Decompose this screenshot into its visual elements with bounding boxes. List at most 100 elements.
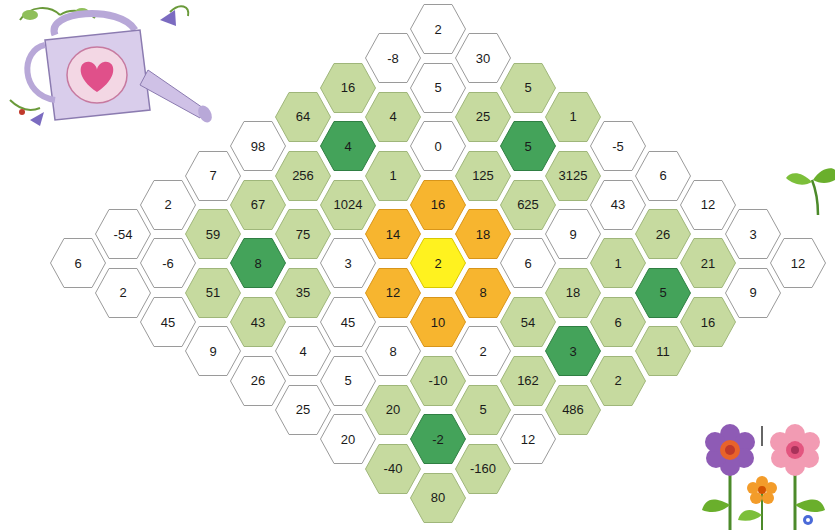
number-hexagon: 21 xyxy=(680,238,736,288)
number-hexagon: 5 xyxy=(500,63,556,113)
hex-number: 4 xyxy=(299,344,306,359)
number-hexagon: 0 xyxy=(410,121,466,171)
number-hexagon: 9 xyxy=(725,268,781,318)
hex-number: 6 xyxy=(659,168,666,183)
hex-number: 5 xyxy=(479,402,486,417)
hex-number: 1 xyxy=(569,109,576,124)
hexagon-outline xyxy=(411,356,466,405)
number-hexagon: 6 xyxy=(590,297,646,347)
hexagon-outline xyxy=(141,298,196,347)
hex-number: 3 xyxy=(344,256,351,271)
hexagon-outline xyxy=(276,327,331,376)
hex-number: 12 xyxy=(791,256,805,271)
hexagon-outline xyxy=(321,298,376,347)
number-hexagon: 1 xyxy=(365,151,421,201)
hex-number: 256 xyxy=(292,168,314,183)
number-hexagon: 67 xyxy=(230,180,286,230)
hex-number: 8 xyxy=(254,256,261,271)
number-hexagon: 5 xyxy=(500,121,556,171)
hexagon-outline xyxy=(456,385,511,434)
number-hexagon: 2 xyxy=(95,268,151,318)
hexagon-outline xyxy=(411,239,466,288)
hex-number: 16 xyxy=(431,197,445,212)
hexagon-outline xyxy=(726,210,781,259)
number-hexagon: 1024 xyxy=(320,180,376,230)
hexagon-outline xyxy=(501,63,556,112)
number-hexagon: 6 xyxy=(500,238,556,288)
number-hexagon: 125 xyxy=(455,151,511,201)
number-hexagon: 20 xyxy=(365,385,421,435)
hex-number: 5 xyxy=(524,80,531,95)
number-hexagon: 75 xyxy=(275,209,331,259)
hex-number: 51 xyxy=(206,285,220,300)
hex-number: 26 xyxy=(251,373,265,388)
number-hexagon: 10 xyxy=(410,297,466,347)
hexagon-outline xyxy=(141,180,196,229)
hex-number: 625 xyxy=(517,197,539,212)
number-hexagon: 30 xyxy=(455,33,511,83)
number-hexagon: 59 xyxy=(185,209,241,259)
hex-number: 35 xyxy=(296,285,310,300)
hexagon-outline xyxy=(231,122,286,171)
hexagon-outline xyxy=(456,444,511,493)
number-hexagon: 16 xyxy=(410,180,466,230)
hex-number: 20 xyxy=(386,402,400,417)
number-hexagon: -54 xyxy=(95,209,151,259)
number-hexagon: -8 xyxy=(365,33,421,83)
hex-number: 4 xyxy=(344,139,351,154)
number-hexagon: 1 xyxy=(590,238,646,288)
hex-number: -2 xyxy=(432,432,444,447)
hex-number: 6 xyxy=(614,315,621,330)
hexagon-outline xyxy=(681,180,736,229)
number-hexagon: 12 xyxy=(365,268,421,318)
hex-number: -54 xyxy=(114,227,133,242)
hex-number: 25 xyxy=(296,402,310,417)
hexagon-outline xyxy=(501,239,556,288)
hexagon-outline xyxy=(456,210,511,259)
hexagon-outline xyxy=(366,385,421,434)
number-hexagon: 16 xyxy=(680,297,736,347)
number-hexagon: 98 xyxy=(230,121,286,171)
number-hexagon: 18 xyxy=(545,268,601,318)
hex-number: 8 xyxy=(479,285,486,300)
number-hexagon: 2 xyxy=(140,180,196,230)
hexagon-outline xyxy=(546,385,601,434)
hexagon-outline xyxy=(231,298,286,347)
number-hexagon: 14 xyxy=(365,209,421,259)
hexagon-outline xyxy=(321,415,376,464)
number-hexagon: 4 xyxy=(320,121,376,171)
number-hexagon: 64 xyxy=(275,92,331,142)
hex-number: 20 xyxy=(341,432,355,447)
hexagon-outline xyxy=(96,210,151,259)
hex-number: 2 xyxy=(434,22,441,37)
hex-number: 64 xyxy=(296,109,310,124)
number-hexagon: 43 xyxy=(590,180,646,230)
number-hexagon: 16 xyxy=(320,63,376,113)
hex-number: -8 xyxy=(387,51,399,66)
hex-number: 2 xyxy=(479,344,486,359)
sprout xyxy=(786,168,835,215)
hexagon-outline xyxy=(456,34,511,83)
hexagon-outline xyxy=(186,327,241,376)
hex-number: 30 xyxy=(476,51,490,66)
number-hexagon: 20 xyxy=(320,414,376,464)
number-hexagon: 3 xyxy=(320,238,376,288)
hex-number: 6 xyxy=(524,256,531,271)
number-hexagon: 5 xyxy=(320,356,376,406)
hex-number: 16 xyxy=(341,80,355,95)
hex-number: 6 xyxy=(74,256,81,271)
number-hexagon: 2 xyxy=(455,326,511,376)
number-hexagon: 2 xyxy=(410,4,466,54)
hexagon-outline xyxy=(186,210,241,259)
number-hexagon: 26 xyxy=(230,356,286,406)
hex-number: 11 xyxy=(656,344,670,359)
hexagon-outline xyxy=(51,239,106,288)
hex-number: 2 xyxy=(434,256,441,271)
number-hexagon: 9 xyxy=(185,326,241,376)
hexagon-outline xyxy=(411,473,466,522)
hex-number: 98 xyxy=(251,139,265,154)
number-hexagon: 162 xyxy=(500,356,556,406)
hexagon-outline xyxy=(321,356,376,405)
hex-number: 1024 xyxy=(334,197,363,212)
